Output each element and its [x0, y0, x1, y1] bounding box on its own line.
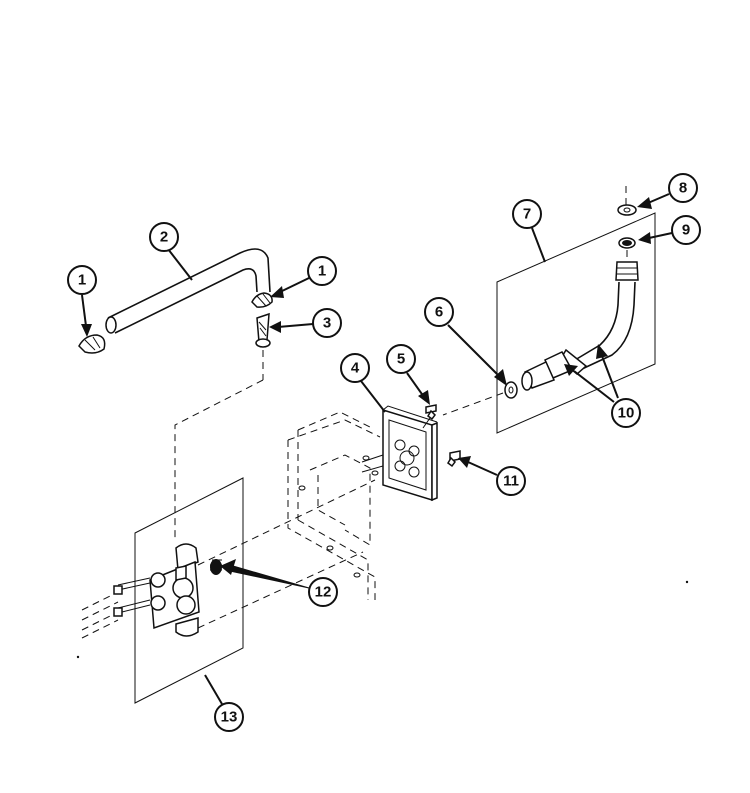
hose-clamp-part-1-left [78, 334, 106, 354]
hose-fitting-part-3 [255, 312, 271, 348]
callout-10: 10 [564, 344, 641, 428]
callout-2: 2 [149, 222, 193, 281]
svg-text:4: 4 [351, 360, 360, 377]
svg-text:8: 8 [679, 180, 687, 197]
water-valve-panel [81, 477, 376, 704]
svg-text:9: 9 [682, 222, 690, 239]
svg-text:10: 10 [618, 405, 635, 422]
callout-13: 13 [204, 674, 244, 732]
svg-text:13: 13 [221, 709, 238, 726]
screen-part-12 [210, 559, 222, 575]
inlet-hose-part-10 [521, 261, 639, 391]
callout-1-left: 1 [67, 265, 97, 337]
callout-1-right: 1 [270, 256, 337, 298]
callout-12: 12 [220, 559, 338, 607]
washer-part-8 [617, 204, 637, 216]
callout-4: 4 [340, 353, 386, 413]
callout-3: 3 [269, 308, 342, 338]
callout-9: 9 [638, 215, 701, 245]
callout-6: 6 [424, 297, 507, 386]
svg-text:12: 12 [315, 584, 332, 601]
fill-hose-part-2 [105, 248, 271, 334]
svg-text:2: 2 [160, 229, 168, 246]
water-valve-part-13 [81, 543, 200, 639]
screw-part-11 [447, 450, 461, 468]
svg-text:1: 1 [318, 263, 326, 280]
screw-part-5 [422, 404, 437, 429]
inlet-hose-panel [442, 186, 656, 434]
cabinet-panel-outline [287, 411, 381, 600]
svg-text:11: 11 [503, 473, 519, 490]
svg-text:6: 6 [435, 304, 443, 321]
hose-clamp-part-1-right [251, 292, 273, 308]
washer-part-6 [504, 381, 518, 399]
svg-text:3: 3 [323, 315, 331, 332]
svg-text:1: 1 [78, 272, 86, 289]
callout-11: 11 [458, 456, 526, 496]
callout-7: 7 [512, 199, 546, 263]
svg-text:5: 5 [397, 351, 405, 368]
callout-5: 5 [386, 344, 430, 405]
mounting-bracket-part-4 [361, 405, 438, 502]
svg-text:7: 7 [523, 206, 531, 223]
callout-8: 8 [637, 173, 698, 209]
